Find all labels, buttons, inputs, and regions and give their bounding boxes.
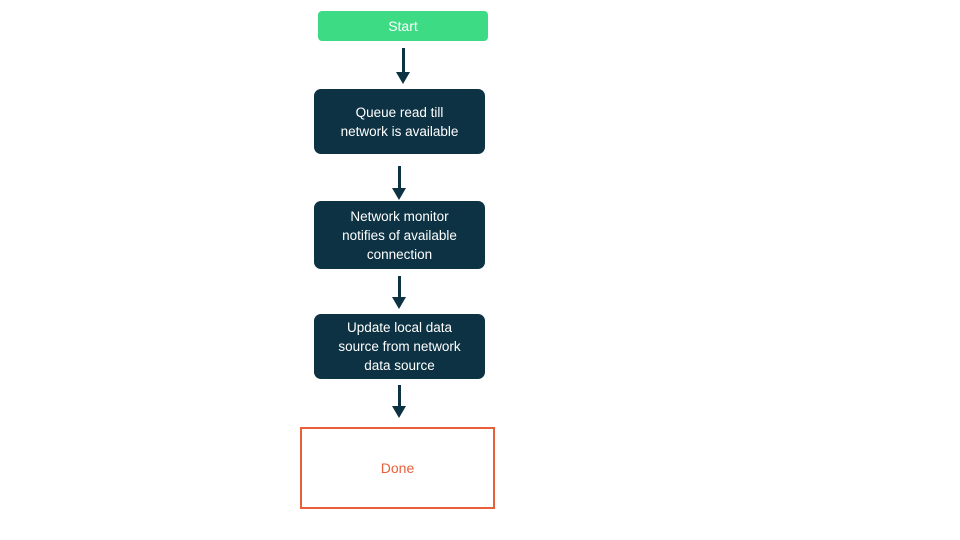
node-update-local-data-label: Update local data source from network da… [338,320,461,373]
node-update-local-data: Update local data source from network da… [314,314,485,379]
node-queue-read-label: Queue read till network is available [340,104,459,139]
arrow-stem [397,276,401,297]
node-done-label: Done [380,460,415,476]
arrow-stem [397,166,401,188]
arrow-head [392,188,406,200]
node-start: Start [318,11,488,41]
arrow-head [392,297,406,309]
node-queue-read: Queue read till network is available [314,89,485,154]
arrow-down-icon [392,166,406,200]
node-network-monitor-label: Network monitor notifies of available co… [342,208,457,262]
node-start-label: Start [388,18,418,34]
arrow-down-icon [392,385,406,418]
arrow-down-icon [396,48,410,84]
arrow-stem [397,385,401,406]
arrow-down-icon [392,276,406,309]
node-network-monitor: Network monitor notifies of available co… [314,201,485,269]
arrow-head [392,406,406,418]
node-done: Done [300,427,495,509]
arrow-stem [401,48,405,72]
arrow-head [396,72,410,84]
